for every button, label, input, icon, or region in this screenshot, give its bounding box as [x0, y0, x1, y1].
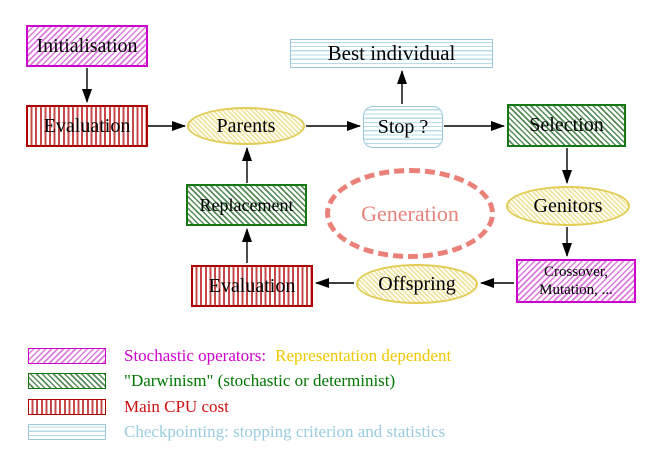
node-initialisation-label: Initialisation [36, 34, 138, 57]
legend-item-main-cpu-cost: Main CPU cost [28, 397, 229, 416]
node-best-individual: Best individual [290, 39, 493, 68]
legend-label-main-cpu-cost: Main CPU cost [124, 397, 229, 416]
node-crossover-mutation: Crossover, Mutation, ... [516, 259, 636, 303]
node-stop: Stop ? [363, 106, 443, 148]
node-offspring-label: Offspring [378, 272, 456, 295]
legend-swatch-green-hatch [28, 373, 106, 389]
node-offspring: Offspring [356, 264, 478, 304]
node-genitors-label: Genitors [533, 194, 603, 217]
node-evaluation-bottom: Evaluation [191, 265, 313, 307]
node-parents: Parents [187, 107, 305, 145]
node-crossover-label-line1: Crossover, [544, 264, 608, 280]
node-evaluation-top-label: Evaluation [43, 114, 131, 137]
generation-cycle-ellipse: Generation [325, 168, 495, 259]
node-best-individual-label: Best individual [327, 41, 456, 65]
legend-swatch-magenta-hatch [28, 348, 106, 364]
node-genitors: Genitors [506, 186, 630, 226]
legend-swatch-blue-stripes [28, 424, 106, 440]
legend-item-checkpointing: Checkpointing: stopping criterion and st… [28, 422, 446, 441]
node-replacement-label: Replacement [199, 194, 294, 215]
legend-label-stochastic-operators: Stochastic operators: [124, 346, 267, 365]
legend-item-stochastic-operators: Stochastic operators: Representation dep… [28, 346, 452, 365]
node-initialisation: Initialisation [26, 25, 148, 67]
legend-item-darwinism: "Darwinism" (stochastic or determinist) [28, 371, 396, 390]
legend-swatch-red-stripes [28, 399, 106, 415]
legend-label-representation-dependent: Representation dependent [275, 346, 452, 365]
generation-label: Generation [361, 200, 459, 226]
legend-label-checkpointing: Checkpointing: stopping criterion and st… [124, 422, 446, 441]
legend-label-darwinism: "Darwinism" (stochastic or determinist) [124, 371, 396, 390]
node-replacement: Replacement [186, 184, 307, 226]
node-selection: Selection [507, 104, 626, 147]
node-stop-label: Stop ? [377, 115, 429, 138]
node-evaluation-top: Evaluation [26, 105, 148, 147]
node-evaluation-bottom-label: Evaluation [208, 274, 296, 297]
node-selection-label: Selection [529, 114, 604, 136]
node-crossover-label-line2: Mutation, ... [539, 282, 613, 298]
node-parents-label: Parents [216, 114, 276, 137]
